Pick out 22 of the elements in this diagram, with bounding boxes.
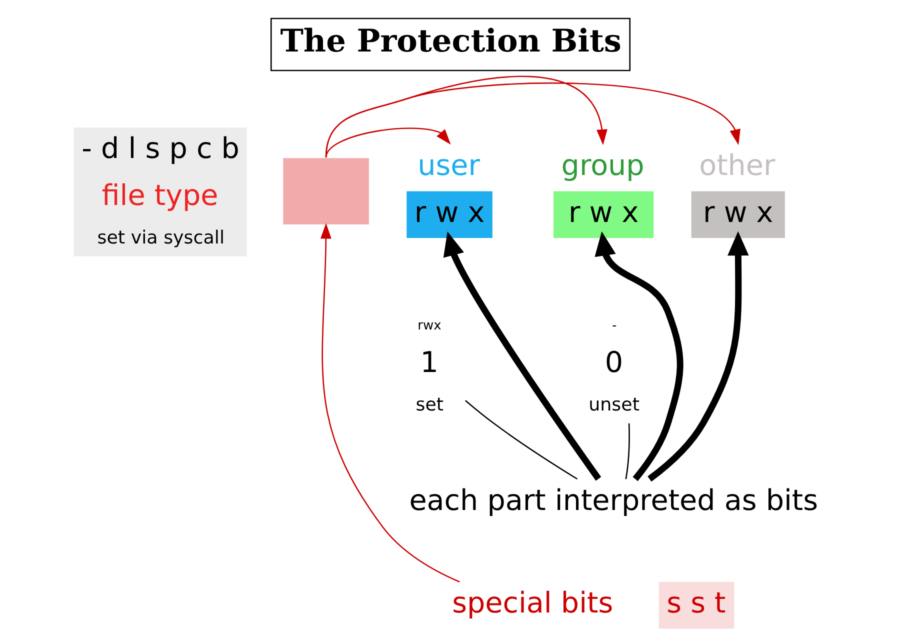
diagram-title: The Protection Bits [280, 23, 622, 60]
node-label: other [699, 148, 776, 182]
node-text: - 0 unset [588, 318, 640, 416]
node-box: r w x [406, 191, 492, 238]
arrow [648, 231, 749, 482]
arrow [443, 232, 602, 481]
node-text: special bits [452, 586, 614, 620]
connector [625, 423, 630, 480]
node-box: s s t [658, 582, 734, 629]
connector [464, 400, 578, 480]
arrow [325, 76, 608, 158]
node-label: user [418, 148, 480, 182]
arrow [594, 231, 684, 482]
node-text: rwx 1 set [416, 318, 444, 416]
arrow [325, 128, 451, 158]
node-text: each part interpreted as bits [409, 482, 818, 517]
arrow [320, 223, 460, 582]
arrow [325, 82, 740, 158]
node-box: r w x [554, 191, 654, 238]
node-box [283, 158, 369, 224]
node-box: r w x [691, 191, 785, 238]
node-label: group [561, 148, 644, 182]
